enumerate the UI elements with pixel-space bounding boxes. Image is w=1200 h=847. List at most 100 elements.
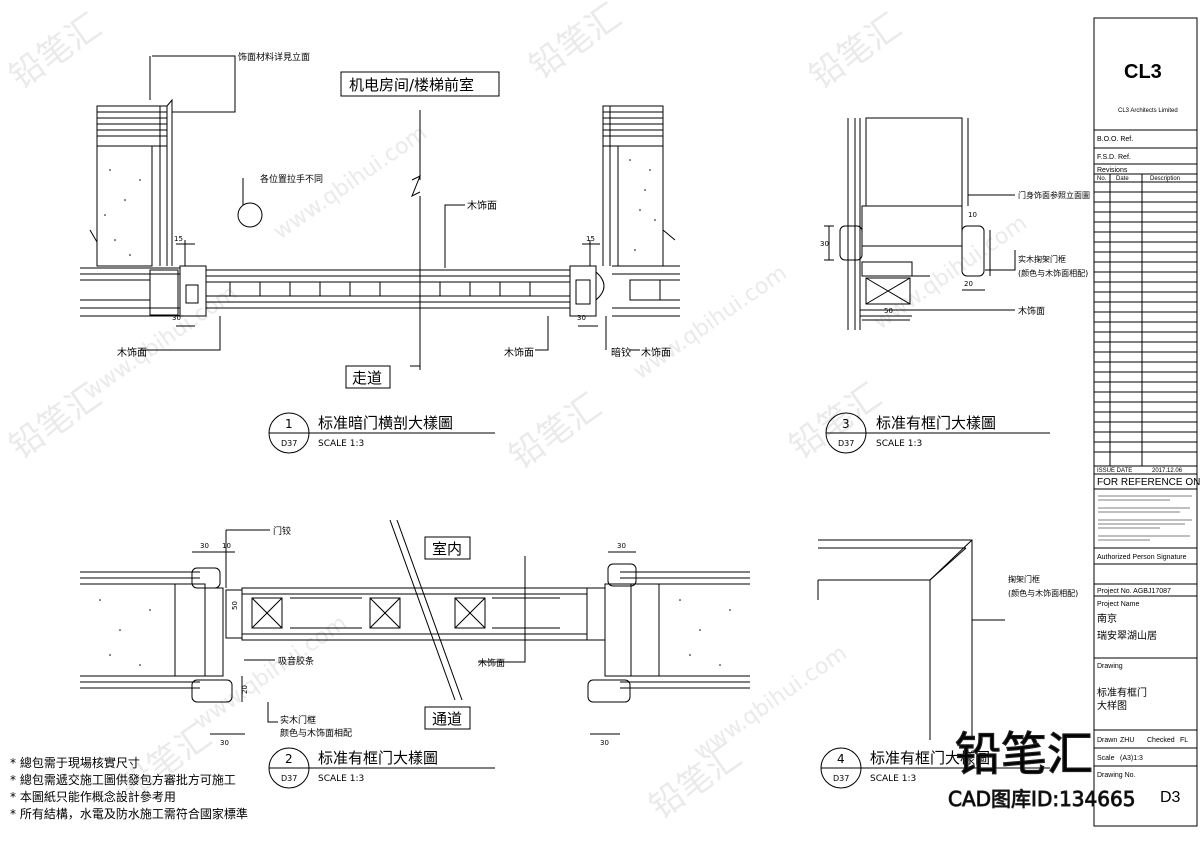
- detail-2-ref: D37: [281, 774, 297, 783]
- revisions-label: Revisions: [1097, 167, 1128, 174]
- annotation-finish-ref: 饰面材料详見立面: [238, 51, 310, 63]
- detail-3-title: 3 D37 标准有框门大樣圖 SCALE 1:3: [825, 412, 1050, 454]
- detail-3-ref: D37: [838, 439, 854, 448]
- issue-date: 2017.12.06: [1152, 468, 1183, 474]
- detail-2-number: 2: [285, 752, 293, 766]
- dim-30: 30: [172, 314, 181, 322]
- drawing-no: D3: [1160, 789, 1181, 806]
- detail-4-scale: SCALE 1:3: [870, 774, 916, 784]
- dim-50: 50: [231, 601, 239, 610]
- dim-30: 30: [220, 739, 229, 747]
- detail-4-number: 4: [837, 752, 845, 766]
- detail-1-labels: 机电房间/楼梯前室 走道 饰面材料详見立面 各位置拉手不同 木饰面 木饰面 木饰…: [117, 51, 671, 389]
- project-name-label: Project Name: [1097, 601, 1140, 608]
- detail-1-title: 1 D37 标准暗门横剖大樣圖 SCALE 1:3: [268, 412, 495, 454]
- drawing-no-label: Drawing No.: [1097, 772, 1136, 779]
- dim-20: 20: [241, 685, 249, 694]
- watermark-brand: 铅笔汇: [782, 376, 888, 467]
- watermark-brand: 铅笔汇: [802, 6, 908, 97]
- watermark-url: www.qbihui.com: [79, 281, 242, 405]
- fsd-ref: F.S.D. Ref.: [1097, 154, 1131, 161]
- annotation-solid-frame: 实木门框: [280, 714, 316, 726]
- detail-1-drawing: [80, 55, 680, 370]
- note-3: * 本圖紙只能作概念設計參考用: [10, 789, 176, 804]
- firm-name: CL3 Architects Limited: [1118, 108, 1178, 114]
- watermark-brand: 铅笔汇: [2, 6, 108, 97]
- annotation-frame-color: (颜色与木饰面相配): [1018, 268, 1088, 278]
- annotation-frame-color: 颜色与木饰面相配: [280, 727, 352, 739]
- scale-label: Scale: [1097, 755, 1115, 762]
- dim-30: 30: [200, 542, 209, 550]
- issue-date-label: ISSUE DATE: [1097, 468, 1132, 474]
- annotation-door-finish: 门身饰面参照立面圖: [1018, 190, 1090, 200]
- watermark-url: www.qbihui.com: [689, 641, 852, 765]
- detail-3-number: 3: [842, 417, 850, 431]
- dim-30: 30: [617, 542, 626, 550]
- detail-1-ref: D37: [281, 439, 297, 448]
- drawn-by: ZHU: [1120, 737, 1134, 744]
- detail-4-labels: 掬架门框 (颜色与木饰面相配): [1008, 574, 1078, 598]
- dim-10: 10: [968, 211, 977, 219]
- signature-label: Authorized Person Signature: [1097, 554, 1187, 561]
- detail-2-drawing: [80, 519, 750, 735]
- watermark-brand-large: 铅笔汇: [955, 727, 1093, 781]
- room-label-mech: 机电房间/楼梯前室: [349, 76, 474, 94]
- watermark-cad-id: CAD图库ID:134665: [948, 787, 1135, 811]
- checked-by: FL: [1180, 737, 1188, 744]
- col-date: Date: [1116, 176, 1129, 182]
- detail-2-hatch: [99, 599, 731, 666]
- firm-logo: CL3: [1124, 61, 1162, 83]
- detail-3-scale: SCALE 1:3: [876, 439, 922, 449]
- watermark-brand: 铅笔汇: [502, 386, 608, 477]
- annotation-cover-frame: 掬架门框: [1008, 574, 1040, 584]
- note-4: * 所有結構，水電及防水施工需符合國家標準: [10, 806, 248, 821]
- project-city: 南京: [1097, 612, 1117, 625]
- col-no: No.: [1097, 176, 1107, 182]
- annotation-wood-finish: 木饰面: [478, 657, 505, 669]
- dim-30: 30: [577, 314, 586, 322]
- dim-10: 10: [222, 542, 231, 550]
- annotation-sound-strip: 吸音胶条: [278, 655, 314, 667]
- detail-2-scale: SCALE 1:3: [318, 774, 364, 784]
- drawing-title-2: 大样图: [1097, 699, 1127, 712]
- stamp-text: FOR REFERENCE ONLY: [1097, 477, 1200, 488]
- watermark-url: www.qbihui.com: [629, 261, 792, 385]
- title-block: [1093, 17, 1198, 827]
- detail-2-title: 2 D37 标准有框门大樣圖 SCALE 1:3: [268, 747, 495, 789]
- room-label-corridor: 走道: [352, 369, 382, 387]
- annotation-frame-color: (颜色与木饰面相配): [1008, 588, 1078, 598]
- dim-30: 30: [600, 739, 609, 747]
- detail-4-title: 4 D37 标准有框门大樣圖 SCALE 1:3: [820, 747, 1050, 789]
- detail-1-concrete-hatch: [104, 159, 656, 256]
- annotation-wood-finish: 木饰面: [504, 346, 534, 359]
- annotation-solid-cover-frame: 实木掬架门框: [1018, 254, 1066, 264]
- boo-ref: B.O.O. Ref.: [1097, 136, 1133, 143]
- detail-3-drawing: [824, 117, 1016, 330]
- project-no: Project No. AGBJ17087: [1097, 588, 1171, 595]
- general-notes: * 總包需于現場核實尺寸 * 總包需遞交施工圖供發包方審批方可施工 * 本圖紙只…: [10, 755, 248, 821]
- dim-50: 50: [884, 307, 893, 315]
- annotation-hidden-hinge: 暗铰: [611, 346, 631, 359]
- detail-1-title-text: 标准暗门横剖大樣圖: [318, 414, 453, 432]
- detail-2-title-text: 标准有框门大樣圖: [318, 749, 438, 767]
- foreground-watermark: 铅笔汇 CAD图库ID:134665: [948, 726, 1136, 811]
- watermark-brand: 铅笔汇: [522, 0, 628, 87]
- note-2: * 總包需遞交施工圖供發包方審批方可施工: [10, 772, 236, 787]
- dim-20: 20: [964, 280, 973, 288]
- annotation-wood-finish: 木饰面: [1018, 305, 1045, 317]
- detail-3-labels: 门身饰面参照立面圖 实木掬架门框 (颜色与木饰面相配) 木饰面 30 10 20…: [820, 190, 1090, 317]
- drawn-label: Drawn: [1097, 737, 1117, 744]
- watermark-url: www.qbihui.com: [189, 611, 352, 735]
- col-description: Description: [1150, 176, 1180, 182]
- annotation-wood-finish: 木饰面: [641, 346, 671, 359]
- room-label-indoor: 室内: [432, 540, 462, 558]
- scale-value: (A3)1:3: [1120, 755, 1143, 762]
- room-label-passage: 通道: [432, 710, 462, 728]
- detail-4-drawing: [817, 539, 1005, 740]
- detail-3-title-text: 标准有框门大樣圖: [876, 414, 996, 432]
- annotation-wood-finish: 木饰面: [467, 199, 497, 212]
- detail-2-labels: 室内 通道 门铰 吸音胶条 实木门框 颜色与木饰面相配 木饰面 30 10 30…: [200, 525, 626, 747]
- project-name: 瑞安翠湖山居: [1097, 629, 1157, 642]
- detail-4-title-text: 标准有框门大樣圖: [870, 749, 990, 767]
